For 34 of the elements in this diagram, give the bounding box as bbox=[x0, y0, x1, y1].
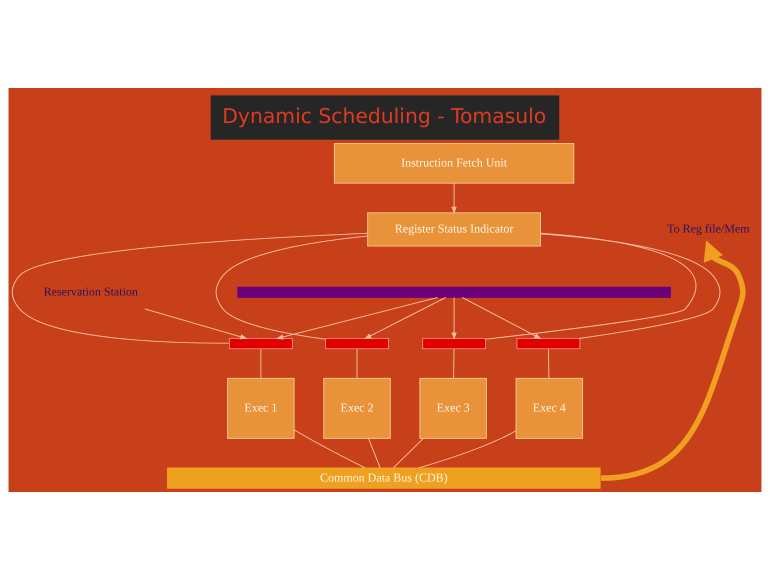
node-bar bbox=[325, 338, 389, 350]
connector bbox=[393, 438, 424, 468]
arrow bbox=[452, 296, 457, 340]
connector bbox=[548, 348, 550, 379]
node-text: To Reg file/Mem bbox=[667, 222, 750, 236]
arrow bbox=[462, 296, 542, 340]
connector bbox=[368, 438, 381, 468]
arrow bbox=[600, 240, 746, 481]
connector bbox=[216, 236, 368, 340]
node-bar bbox=[516, 338, 580, 350]
connector bbox=[260, 348, 262, 379]
node-box: Exec 3 bbox=[419, 378, 487, 439]
node-text: Reservation Station bbox=[44, 284, 138, 298]
arrow bbox=[276, 296, 438, 340]
connector bbox=[294, 429, 366, 468]
node-box: Instruction Fetch Unit bbox=[334, 143, 574, 184]
node-box: Exec 1 bbox=[227, 378, 295, 439]
node-box: Common Data Bus (CDB) bbox=[167, 468, 601, 489]
connector bbox=[356, 348, 358, 379]
connector bbox=[453, 348, 454, 379]
arrow bbox=[364, 296, 446, 340]
connector bbox=[12, 232, 368, 344]
node-box: Exec 4 bbox=[516, 378, 584, 439]
node-bar bbox=[228, 338, 293, 350]
node-box: Register Status Indicator bbox=[367, 212, 541, 247]
connector bbox=[485, 232, 696, 340]
node-box: Exec 2 bbox=[323, 378, 391, 439]
diagram-title: Dynamic Scheduling - Tomasulo bbox=[222, 104, 546, 128]
connector bbox=[418, 430, 516, 468]
arrow bbox=[452, 183, 457, 214]
arrow bbox=[144, 308, 248, 340]
connector bbox=[540, 233, 720, 339]
node-bar bbox=[422, 338, 486, 350]
node-bar bbox=[237, 286, 671, 298]
